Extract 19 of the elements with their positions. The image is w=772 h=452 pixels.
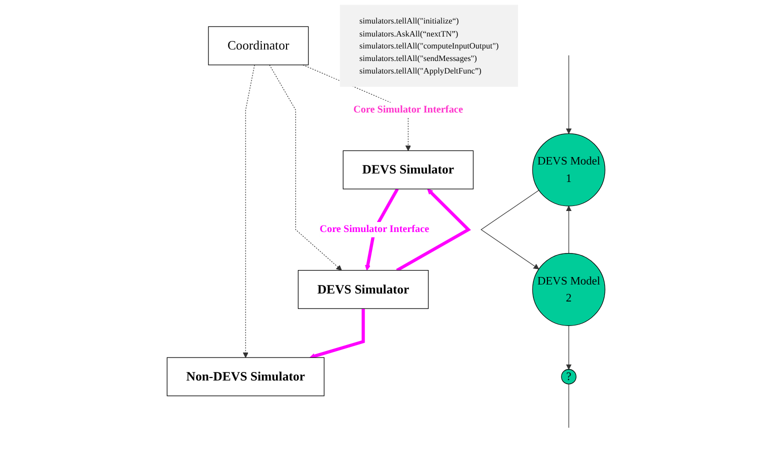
arrow: [480, 190, 540, 270]
connector: [568, 384, 570, 428]
edge-label: Core Simulator Interface: [320, 224, 430, 235]
node-box: DEVS Simulator: [342, 150, 474, 190]
arrow: [566, 206, 572, 254]
edge-label: Core Simulator Interface: [353, 104, 463, 116]
node-box: Coordinator: [208, 26, 309, 66]
arrow: [566, 55, 572, 134]
node-circle: DEVS Model 2: [532, 252, 606, 326]
node-circle: ?: [561, 369, 576, 384]
node-box: simulators.tellAll("initialize“) simulators.AskAll(“nextTN”) simulators.tellAll("computeInputOutput") simulators.tellAll("sendMessages") simulators.tellAll("ApplyDeltFunc”): [340, 4, 518, 87]
node-box: Non-DEVS Simulator: [166, 357, 324, 396]
node-circle: DEVS Model 1: [532, 133, 606, 206]
arrow: [566, 325, 572, 370]
node-box: DEVS Simulator: [298, 270, 429, 309]
arrow: [396, 188, 471, 272]
arrow: [269, 64, 342, 271]
arrow: [242, 64, 255, 358]
arrow: [309, 308, 365, 359]
